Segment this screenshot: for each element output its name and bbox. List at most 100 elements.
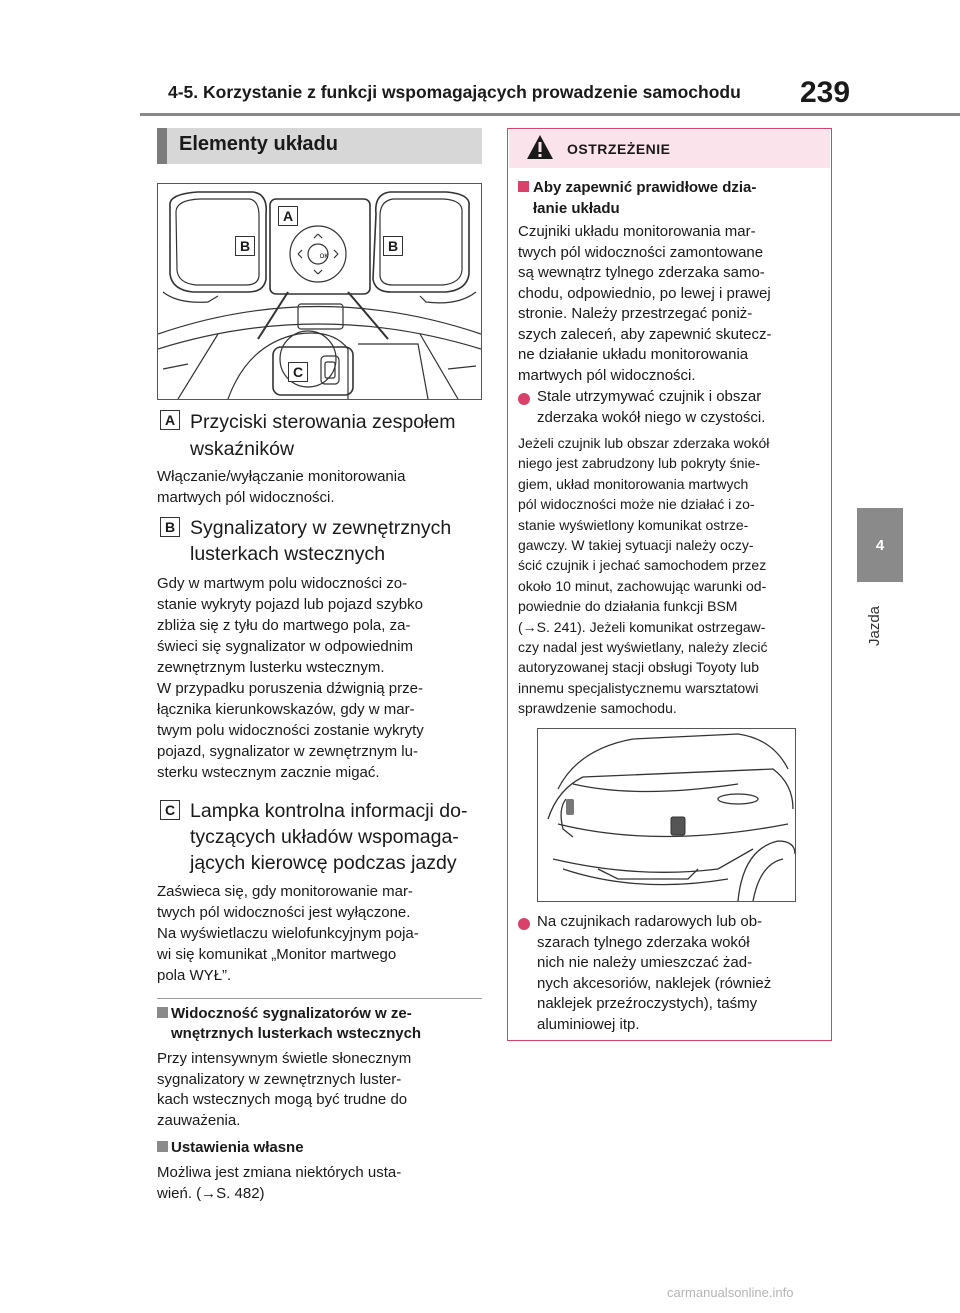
item-c-body-line: pola WYŁ”. [157,967,232,984]
warning-paragraph-line: sprawdzenie samochodu. [518,700,677,717]
warning-bullet-2-line: nich nie należy umieszczać żad- [537,954,753,971]
warning-header [509,130,830,168]
warning-bullet-2-line: Na czujnikach radarowych lub ob- [537,913,763,930]
warning-paragraph-line: niego jest zabrudzony lub pokryty śnie- [518,455,761,472]
item-b-body-line: zewnętrznym lusterku wstecznym. [157,659,385,676]
note-1-body-line: Przy intensywnym świetle słonecznym [157,1050,412,1067]
section-title: Elementy układu [179,133,338,155]
square-bullet-icon [518,181,529,192]
running-header-title: 4-5. Korzystanie z funkcji wspomagającyc… [168,82,741,102]
watermark: carmanualsonline.info [667,1285,794,1300]
warning-paragraph-line: autoryzowanej stacji obsługi Toyoty lub [518,659,759,676]
warning-bullet-1: Stale utrzymywać czujnik i obszar zderza… [537,387,765,428]
warning-intro-line: twych pól widoczności zamontowane [518,243,764,261]
item-c-title-line3: jących kierowcę podczas jazdy [190,852,457,874]
warning-paragraph-line: ścić czujnik i jechać samochodem przez [518,557,767,574]
note-1-title-line1: Widoczność sygnalizatorów w ze- [171,1005,412,1022]
item-a-body: Włączanie/wyłączanie monitorowania martw… [157,466,405,508]
note-2-body-line: Możliwa jest zmiana niektórych usta- [157,1164,402,1181]
notes-divider [157,998,482,999]
diagram-label-c: C [288,362,308,382]
warning-bullet-2-line: naklejek przeźroczystych), taśmy [537,995,758,1012]
item-b-body-line: W przypadku poruszenia dźwignią prze- [157,680,423,697]
item-c-title-line1: Lampka kontrolna informacji do- [190,800,468,822]
item-c-body-line: twych pól widoczności jest wyłączone. [157,904,411,921]
item-a-title-line1: Przyciski sterowania zespołem [190,411,456,433]
warning-paragraph-line: gawczy. W takiej sytuacji należy oczy- [518,537,754,554]
warning-paragraph-line: innemu specjalistycznemu warsztatowi [518,679,759,696]
section-banner: Elementy układu [157,128,482,164]
note-2-title-line1: Ustawienia własne [171,1139,304,1156]
item-c-body-line: wi się komunikat „Monitor martwego [157,946,397,963]
item-c-title-line2: tyczących układów wspomaga- [190,826,459,848]
item-c-body-line: Na wyświetlaczu wielofunkcyjnym poja- [157,925,419,942]
item-b-body: Gdy w martwym polu widoczności zo- stani… [157,573,424,783]
warning-subtitle-line2: łanie układu [533,199,620,217]
system-components-diagram: OK A B B C [157,183,482,400]
item-c-body: Zaświeca się, gdy monitorowanie mar- twy… [157,881,419,986]
item-b-title-line2: lusterkach wstecznych [190,543,386,565]
item-b-body-line: stanie wykryty pojazd lub pojazd szybko [157,596,423,613]
warning-paragraph-line: giem, układ monitorowania martwych [518,475,749,492]
warning-box [507,128,832,1041]
warning-intro: Czujniki układu monitorowania mar- twych… [518,222,771,386]
note-1-body: Przy intensywnym świetle słonecznym sygn… [157,1049,411,1131]
diagram-label-b-right: B [383,236,403,256]
warning-bullet-2-line: szarach tylnego zderzaka wokół [537,933,750,951]
rear-bumper-sensor-illustration [537,728,796,902]
chapter-label: Jazda [866,605,883,647]
diagram-label-b-left: B [235,236,255,256]
item-b-body-line: Gdy w martwym polu widoczności zo- [157,575,408,592]
note-2-body-line: wień. (→S. 482) [157,1184,265,1202]
note-1-body-line: kach wstecznych mogą być trudne do [157,1091,408,1108]
item-a-body-line: martwych pól widoczności. [157,489,335,506]
warning-paragraph-line: pól widoczności może nie działać i zo- [518,496,755,513]
warning-paragraph-line: stanie wyświetlony komunikat ostrze- [518,516,749,533]
item-c-body-line: Zaświeca się, gdy monitorowanie mar- [157,883,413,900]
item-b-title-line1: Sygnalizatory w zewnętrznych [190,517,452,539]
note-2-title: Ustawienia własne [157,1138,304,1158]
warning-paragraph-line: Jeżeli czujnik lub obszar zderzaka wokół [518,435,770,451]
warning-subtitle-line1: Aby zapewnić prawidłowe dzia- [533,179,757,196]
note-1-title: Widoczność sygnalizatorów w ze- wnętrzny… [157,1004,421,1044]
warning-bullet-1-line: Stale utrzymywać czujnik i obszar [537,388,762,405]
chapter-tab: 4 [857,508,903,582]
warning-intro-line: są wewnątrz tylnego zderzaka samo- [518,264,765,281]
warning-bullet-2-line: nych akcesoriów, naklejek (również [537,974,772,992]
item-a-title-line2: wskaźników [190,438,295,460]
item-b-body-line: świeci się sygnalizator w odpowiednim [157,638,413,655]
round-bullet-icon [518,393,530,405]
warning-paragraph-line: (→S. 241). Jeżeli komunikat ostrzegaw- [518,618,766,635]
warning-intro-line: ne działanie układu monitorowania [518,346,749,363]
note-1-body-line: zauważenia. [157,1111,241,1129]
warning-intro-line: chodu, odpowiednio, po lewej i prawej [518,284,771,302]
dashboard-illustration: OK [157,191,482,400]
item-b-body-line: sterku wstecznym zacznie migać. [157,764,380,781]
warning-intro-line: martwych pól widoczności. [518,366,696,384]
note-1-body-line: sygnalizatory w zewnętrznych luster- [157,1070,402,1088]
warning-triangle-icon [525,133,555,166]
warning-bullet-2: Na czujnikach radarowych lub ob- szarach… [537,912,771,1035]
warning-paragraph-line: czy nadal jest wyświetlany, należy zleci… [518,639,768,656]
warning-bullet-2-line: aluminiowej itp. [537,1015,640,1033]
svg-text:OK: OK [320,254,329,260]
round-bullet-icon [518,918,530,930]
item-b-body-line: łącznika kierunkowskazów, gdy w mar- [157,701,415,718]
warning-bullet-1-line: zderzaka wokół niego w czystości. [537,408,766,426]
square-bullet-icon [157,1007,168,1018]
warning-intro-line: stronie. Należy przestrzegać poniż- [518,305,753,322]
warning-paragraph: Jeżeli czujnik lub obszar zderzaka wokół… [518,433,769,719]
warning-subtitle: Aby zapewnić prawidłowe dzia- łanie ukła… [518,178,756,219]
square-bullet-icon [157,1141,168,1152]
header-rule [140,113,960,116]
warning-title: OSTRZEŻENIE [567,141,671,157]
warning-intro-line: szych zaleceń, aby zapewnić skutecz- [518,325,772,343]
warning-paragraph-line: około 10 minut, zachowując warunki od- [518,577,767,594]
item-b-letter: B [160,517,180,537]
item-b-body-line: pojazd, sygnalizator w zewnętrznym lu- [157,743,418,760]
item-b-body-line: twym polu widoczności zostanie wykryty [157,722,424,739]
diagram-label-a: A [278,206,298,226]
item-a-body-line: Włączanie/wyłączanie monitorowania [157,468,406,485]
note-2-body: Możliwa jest zmiana niektórych usta- wie… [157,1163,401,1204]
item-b-body-line: zbliża się z tyłu do martwego pola, za- [157,617,411,634]
